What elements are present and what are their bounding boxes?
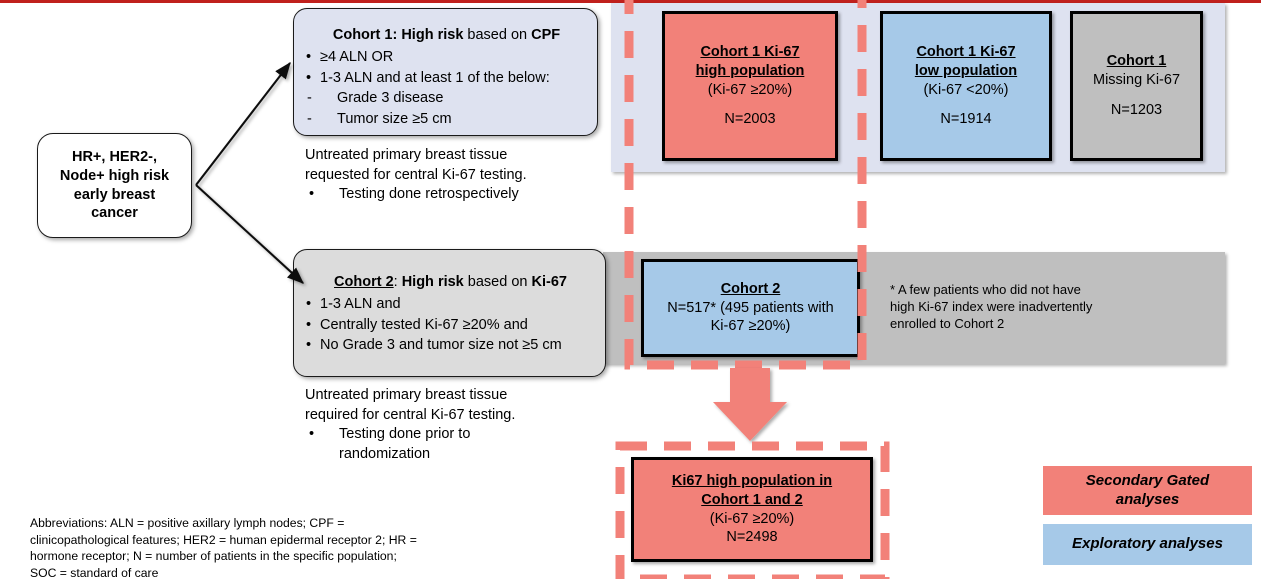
cohort2-criteria-box: Cohort 2: High risk based on Ki-67 • 1-3… [293,249,606,377]
abbrev-line-1: Abbreviations: ALN = positive axillary l… [30,516,345,530]
entry-line-1: HR+, HER2-, [71,149,157,166]
bullet-text: 1-3 ALN and at least 1 of the below: [320,69,550,86]
box-head-line-1: Ki67 high population in [671,472,833,489]
result-box-cohort1-missing-ki67: Cohort 1 Missing Ki-67 N=1203 [1070,11,1203,161]
result-box-cohort1-ki67-high: Cohort 1 Ki-67 high population (Ki-67 ≥2… [662,11,838,161]
legend-secondary-line-1: Secondary Gated [1085,472,1210,490]
box-head-line-1: Cohort 1 Ki-67 [916,43,1016,60]
box-n-value: N=2003 [724,111,776,128]
cohort1-bullet-2: • 1-3 ALN and at least 1 of the below: [306,68,587,89]
box-n-value: N=1203 [1110,101,1163,118]
cohort2-title-mid-2: based on [463,274,532,290]
cohort2-tissue-note: Untreated primary breast tissue required… [305,386,625,465]
cohort1-title-bold-2: CPF [531,27,561,43]
cohort1-title-bold-1: Cohort 1: High risk [332,27,464,43]
footnote-line-1: * A few patients who did not have [890,282,1081,297]
cohort1-bullet-1: • ≥4 ALN OR [306,47,587,68]
box-n-value: N=2498 [726,529,778,546]
bullet-text: 1-3 ALN and [320,296,401,312]
box-subtitle-line-1: N=517* (495 patients with [667,299,834,316]
cohort1-note-line-2: requested for central Ki-67 testing. [305,166,527,183]
red-down-arrow [713,368,787,441]
cohort1-tissue-note: Untreated primary breast tissue requeste… [305,146,625,205]
box-head-line-1: Cohort 1 Ki-67 [700,43,800,60]
bullet-spacer [305,445,339,465]
cohort2-bullet-2: • Centrally tested Ki-67 ≥20% and [306,315,595,336]
cohort2-bullet-3: • No Grade 3 and tumor size not ≥5 cm [306,335,595,356]
cohort2-note-line-2: required for central Ki-67 testing. [305,406,516,423]
result-box-cohort1-ki67-low: Cohort 1 Ki-67 low population (Ki-67 <20… [880,11,1052,161]
spacer [915,99,1017,110]
cohort1-bullet-4: - Tumor size ≥5 cm [306,109,587,130]
box-subtitle: (Ki-67 <20%) [923,81,1009,98]
bullet-text: No Grade 3 and tumor size not ≥5 cm [320,337,562,354]
bullet-marker: • [306,69,312,86]
box-subtitle: (Ki-67 ≥20%) [707,81,793,98]
bullet-text-cont: randomization [339,446,431,463]
footnote-line-2: high Ki-67 index were inadvertently [890,299,1093,315]
footnote-line-3: enrolled to Cohort 2 [890,316,1005,332]
box-head-line-1: Cohort 1 [1106,53,1167,70]
legend-exploratory-analyses: Exploratory analyses [1043,524,1252,565]
box-head-line-1: Cohort 2 [720,280,781,297]
box-head-line-2: low population [914,62,1018,79]
entry-population-box: HR+, HER2-, Node+ high risk early breast… [37,133,192,238]
bullet-marker: • [306,337,312,354]
entry-line-4: cancer [91,205,138,222]
bullet-marker: - [307,110,312,127]
entry-line-2: Node+ high risk [59,167,170,184]
result-box-ki67-high-pooled: Ki67 high population in Cohort 1 and 2 (… [631,457,873,562]
bullet-text: Testing done prior to [339,426,471,443]
box-n-value: N=1914 [940,111,992,128]
bullet-text: Centrally tested Ki-67 ≥20% and [320,316,528,333]
box-subtitle-line-2: Ki-67 ≥20%) [710,318,791,335]
cohort2-title-mid-1: : [393,274,402,290]
cohort2-bullet-1: • 1-3 ALN and [306,294,595,315]
bullet-marker: - [307,90,312,107]
legend-secondary-gated-analyses: Secondary Gated analyses [1043,466,1252,515]
cohort1-note-bullet: • Testing done retrospectively [305,185,625,205]
bullet-text: ≥4 ALN OR [320,49,394,65]
cohort1-note-line-1: Untreated primary breast tissue [305,147,508,163]
abbrev-line-2: clinicopathological features; HER2 = hum… [30,532,417,547]
cohort1-criteria-title: Cohort 1: High risk based on CPF [306,27,587,43]
bullet-text: Grade 3 disease [337,90,444,107]
cohort2-asterisk-footnote: * A few patients who did not have high K… [890,281,1150,332]
bullet-marker: • [306,49,312,65]
bullet-marker: • [309,186,315,203]
cohort1-criteria-box: Cohort 1: High risk based on CPF • ≥4 AL… [293,8,598,136]
bullet-marker: • [306,296,312,312]
cohort2-title-bold-3: Ki-67 [531,274,567,290]
box-subtitle: (Ki-67 ≥20%) [709,510,795,527]
cohort2-note-bullet: • Testing done prior to [305,425,625,445]
bullet-marker: • [309,426,315,443]
cohort2-title-bold-1: Cohort 2 [334,274,394,290]
bullet-text: Testing done retrospectively [339,186,519,203]
result-box-cohort2: Cohort 2 N=517* (495 patients with Ki-67… [641,259,860,357]
legend-exploratory-label: Exploratory analyses [1072,535,1223,553]
legend-secondary-line-2: analyses [1115,490,1180,508]
spacer [1093,90,1180,101]
arrow-to-cohort2 [195,184,304,284]
bullet-marker: • [306,316,312,333]
cohort1-title-mid: based on [463,27,532,43]
abbrev-line-3: hormone receptor; N = number of patients… [30,549,397,564]
cohort2-note-bullet-cont: randomization [305,445,625,465]
bullet-text: Tumor size ≥5 cm [337,110,452,127]
box-head-line-2: high population [695,62,805,79]
box-subtitle: Missing Ki-67 [1092,72,1181,89]
spacer [696,99,805,110]
cohort2-criteria-title: Cohort 2: High risk based on Ki-67 [306,274,595,290]
abbreviations-footnote: Abbreviations: ALN = positive axillary l… [30,515,460,579]
entry-line-3: early breast [73,186,156,203]
cohort2-title-bold-2: High risk [401,274,464,290]
cohort2-note-line-1: Untreated primary breast tissue [305,387,508,403]
box-head-line-2: Cohort 1 and 2 [701,491,803,508]
abbrev-line-4: SOC = standard of care [30,565,159,579]
arrow-to-cohort1 [195,62,291,186]
cohort1-bullet-3: - Grade 3 disease [306,88,587,109]
